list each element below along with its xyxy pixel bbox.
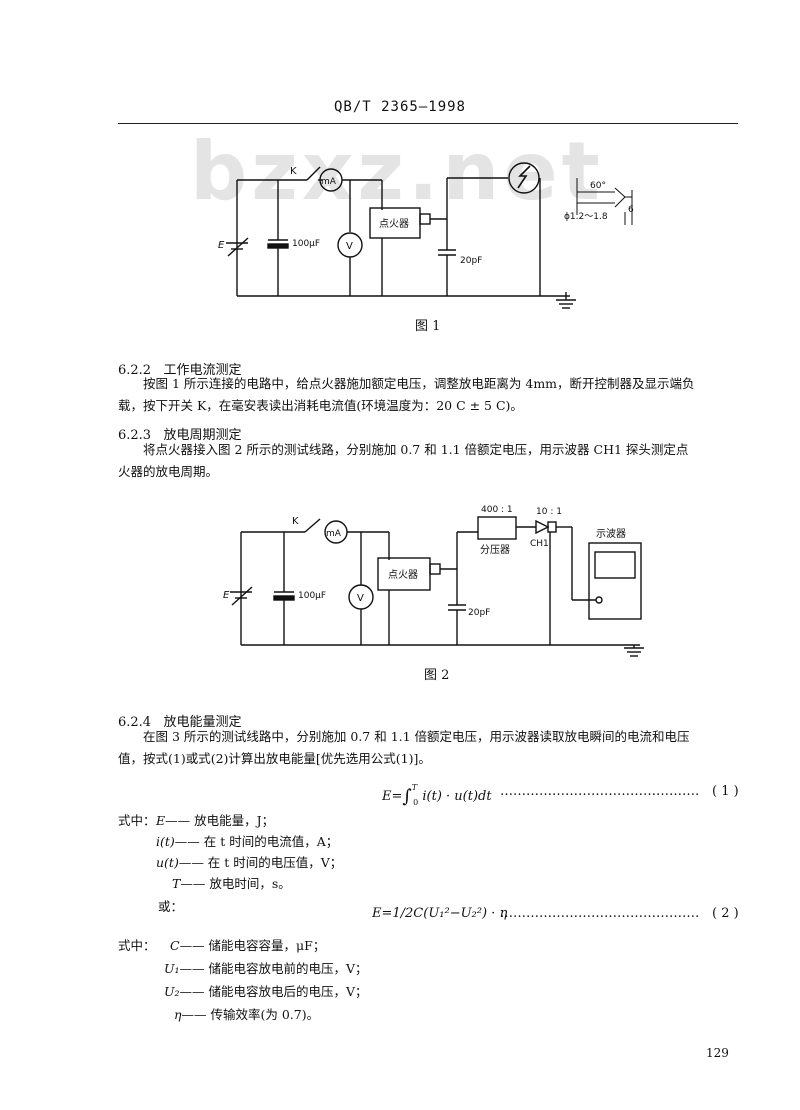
- definition-desc: —— 储能电容放电前的电压，V；: [179, 961, 368, 976]
- formula-1: E=∫T 0 i(t) · u(t)dt: [382, 783, 492, 807]
- fig1-angle-label: 60°: [590, 181, 606, 191]
- definition-row: U₁—— 储能电容放电前的电压，V；: [164, 958, 368, 977]
- fig2-load-cap-label: 20pF: [468, 608, 490, 618]
- paragraph-line: 按图 1 所示连接的电路中，给点火器施加额定电压，调整放电距离为 4mm，断开控…: [143, 376, 695, 391]
- header-rule: [118, 123, 738, 124]
- definition-symbol: C: [170, 938, 180, 953]
- figure-1-circuit: K mA V E 100μF 点火器 20pF 60° ϕ1.2～1.8 6: [218, 162, 634, 309]
- definition-symbol: U₂: [164, 984, 180, 999]
- definition-desc: —— 放电能量，J；: [165, 813, 275, 828]
- section-title: 放电周期测定: [163, 428, 242, 443]
- definition-desc: —— 在 t 时间的电压值，V；: [178, 855, 343, 870]
- fig1-load-cap-label: 20pF: [460, 256, 482, 266]
- definition-row: E—— 放电能量，J；: [156, 810, 274, 829]
- fig2-probe-ratio-label: 10 : 1: [536, 507, 562, 517]
- page-number: 129: [706, 1046, 729, 1060]
- watermark: bzxz.net: [190, 125, 604, 218]
- definition-symbol: U₁: [164, 961, 180, 976]
- integral-upper: T: [411, 783, 418, 792]
- fig1-diameter-label: ϕ1.2～1.8: [564, 212, 608, 222]
- paragraph-line: 载，按下开关 K，在毫安表读出消耗电流值(环境温度为：20 C ± 5 C)。: [118, 398, 523, 413]
- definition-symbol: u(t): [156, 855, 179, 870]
- definition-symbol: i(t): [156, 834, 175, 849]
- section-6-2-3-heading: 6.2.3 放电周期测定: [118, 424, 242, 443]
- paragraph-line: 火器的放电周期。: [118, 464, 219, 479]
- fig2-scope-label: 示波器: [596, 527, 626, 540]
- definition-desc: —— 放电时间，s。: [180, 876, 291, 891]
- section-number: 6.2.4: [118, 715, 152, 730]
- or-label: 或：: [158, 899, 184, 914]
- formula-1-dots: ……………………………………………: [500, 784, 700, 799]
- fig1-ammeter-label: mA: [321, 177, 337, 187]
- integral-lower: 0: [413, 798, 419, 807]
- formula-2: E=1/2C(U₁²−U₂²) · η: [372, 906, 508, 921]
- section-number: 6.2.2: [118, 363, 152, 378]
- fig2-capacitor-label: 100μF: [298, 591, 326, 601]
- definition-desc: —— 储能电容容量，μF；: [179, 938, 326, 953]
- fig2-igniter-label: 点火器: [388, 569, 418, 581]
- definition-row: U₂—— 储能电容放电后的电压，V；: [164, 981, 368, 1000]
- section-title: 放电能量测定: [163, 715, 242, 730]
- section-title: 工作电流测定: [163, 363, 242, 378]
- fig1-source-label: E: [218, 240, 225, 251]
- definition-desc: —— 储能电容放电后的电压，V；: [179, 984, 368, 999]
- paragraph-line: 将点火器接入图 2 所示的测试线路，分别施加 0.7 和 1.1 倍额定电压，用…: [143, 442, 689, 457]
- page-header: QB/T 2365—1998: [333, 99, 466, 115]
- definition-row: i(t)—— 在 t 时间的电流值，A；: [156, 831, 338, 850]
- fig2-divider-ratio-label: 400 : 1: [481, 505, 513, 515]
- fig1-voltmeter-label: V: [346, 241, 353, 252]
- formula-body: i(t) · u(t)dt: [422, 789, 492, 804]
- fig2-source-label: E: [223, 590, 230, 601]
- section-number: 6.2.3: [118, 428, 152, 443]
- definition-row: C—— 储能电容容量，μF；: [170, 935, 325, 954]
- integral-sign: ∫: [402, 786, 412, 807]
- formula-1-number: ( 1 ): [712, 784, 739, 799]
- where-label-1: 式中：: [118, 813, 156, 828]
- fig2-channel-label: CH1: [530, 539, 549, 549]
- fig1-igniter-label: 点火器: [379, 218, 409, 230]
- definition-symbol: T: [172, 876, 181, 891]
- fig1-switch-label: K: [290, 166, 297, 177]
- definition-desc: —— 传输效率(为 0.7)。: [181, 1007, 320, 1022]
- formula-2-dots: ……………………………………………: [500, 906, 700, 921]
- section-6-2-3-text: 将点火器接入图 2 所示的测试线路，分别施加 0.7 和 1.1 倍额定电压，用…: [118, 439, 743, 483]
- formula-2-number: ( 2 ): [712, 906, 739, 921]
- fig1-gap-label: 6: [628, 205, 634, 215]
- fig2-divider-label: 分压器: [480, 544, 510, 556]
- section-6-2-2-heading: 6.2.2 工作电流测定: [118, 359, 242, 378]
- definition-row: u(t)—— 在 t 时间的电压值，V；: [156, 852, 342, 871]
- where-label-2: 式中：: [118, 938, 156, 953]
- fig2-voltmeter-label: V: [357, 593, 364, 604]
- section-6-2-2-text: 按图 1 所示连接的电路中，给点火器施加额定电压，调整放电距离为 4mm，断开控…: [118, 373, 743, 417]
- paragraph-line: 在图 3 所示的测试线路中，分别施加 0.7 和 1.1 倍额定电压，用示波器读…: [143, 729, 690, 744]
- definition-row: T—— 放电时间，s。: [172, 873, 291, 892]
- fig1-capacitor-label: 100μF: [292, 239, 320, 249]
- paragraph-line: 值，按式(1)或式(2)计算出放电能量[优先选用公式(1)]。: [118, 751, 431, 766]
- section-6-2-4-text: 在图 3 所示的测试线路中，分别施加 0.7 和 1.1 倍额定电压，用示波器读…: [118, 726, 743, 770]
- figure-1-caption: 图 1: [415, 319, 441, 334]
- fig2-switch-label: K: [292, 516, 299, 527]
- definition-symbol: η: [174, 1007, 182, 1022]
- definition-symbol: E: [156, 813, 166, 828]
- fig2-ammeter-label: mA: [326, 529, 342, 539]
- formula-lhs: E=: [382, 789, 403, 804]
- section-6-2-4-heading: 6.2.4 放电能量测定: [118, 711, 242, 730]
- definition-desc: —— 在 t 时间的电流值，A；: [174, 834, 339, 849]
- figure-2-circuit: K mA V E 100μF 点火器 20pF 400 : 1 分压器 10 :…: [223, 505, 644, 657]
- figure-2-caption: 图 2: [424, 668, 450, 683]
- definition-row: η—— 传输效率(为 0.7)。: [174, 1004, 319, 1023]
